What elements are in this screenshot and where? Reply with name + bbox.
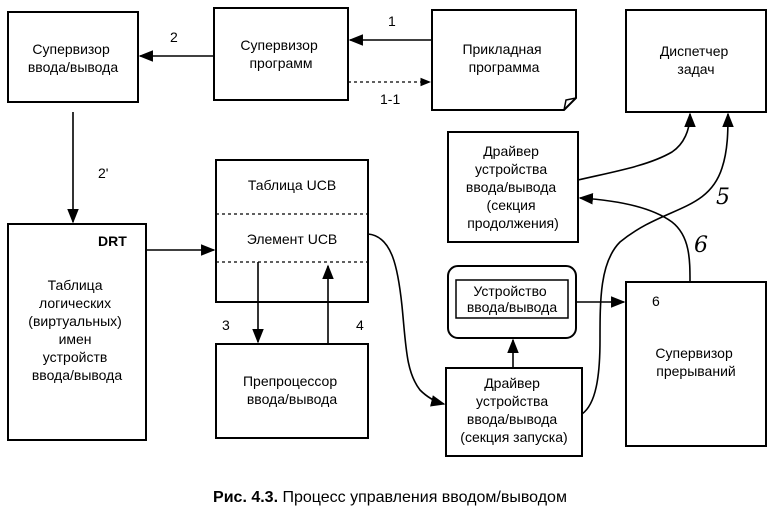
preprocessor-label: Препроцессор ввода/вывода (243, 373, 341, 407)
app-program-box (431, 9, 577, 111)
ucb-element-label: Элемент UCB (247, 231, 338, 247)
ucb-table-title: Таблица UCB (248, 177, 336, 193)
edge-label-2: 2 (170, 29, 178, 45)
drt-header: DRT (98, 233, 127, 249)
io-supervisor-label: Супервизор ввода/вывода (28, 41, 118, 75)
edge-6 (578, 193, 691, 283)
edge-continue-dispatcher (577, 112, 696, 181)
io-device-inner (455, 279, 569, 319)
task-dispatcher-box (625, 9, 767, 113)
edge-label-4: 4 (356, 317, 364, 333)
preprocessor-box (215, 343, 369, 439)
io-supervisor-box (7, 11, 139, 103)
edge-label-3: 3 (222, 317, 230, 333)
program-supervisor-box (213, 7, 349, 101)
driver-start-label: Драйвер устройства ввода/вывода (секция … (460, 375, 567, 445)
edge-5 (581, 112, 734, 415)
edge-ucb-driver-start (367, 233, 446, 407)
io-device-label: Устройство ввода/вывода (467, 283, 557, 315)
interrupt-supervisor-box (625, 281, 767, 447)
drt-table-label: Таблица логических (виртуальных) имен ус… (28, 277, 125, 383)
interrupt-number: 6 (652, 293, 660, 309)
edge-label-1: 1 (388, 13, 396, 29)
edge-label-2-prime: 2' (98, 165, 108, 181)
edge-label-6: 6 (694, 233, 708, 258)
edge-label-1-1: 1-1 (380, 91, 400, 107)
program-supervisor-label: Супервизор программ (240, 37, 321, 71)
app-program-label: Прикладная программа (462, 41, 545, 75)
task-dispatcher-label: Диспетчер задач (660, 43, 732, 77)
driver-continue-label: Драйвер устройства ввода/вывода (секция … (466, 143, 560, 231)
drt-box (7, 223, 147, 441)
edge-label-5: 5 (716, 185, 730, 210)
ucb-table-box (215, 159, 369, 303)
interrupt-supervisor-label: Супервизор прерываний (655, 345, 736, 379)
driver-start-box (445, 367, 583, 457)
figure-caption: Рис. 4.3. Процесс управления вводом/выво… (213, 489, 567, 506)
driver-continue-box (447, 131, 579, 243)
